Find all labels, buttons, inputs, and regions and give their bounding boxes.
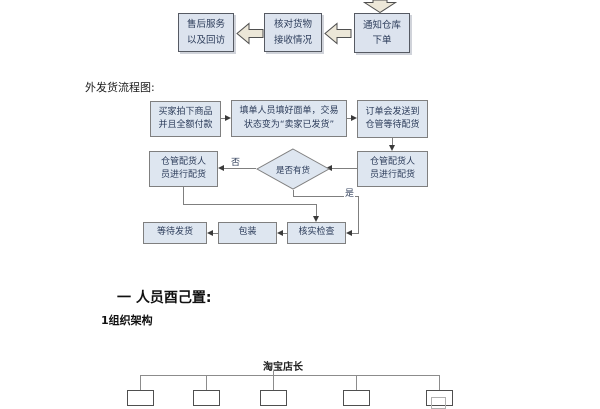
arrowhead-left-icon xyxy=(346,229,352,236)
flow-box-verify-check: 核实检查 xyxy=(287,222,346,244)
connector xyxy=(351,233,359,234)
org-child-box xyxy=(343,390,370,406)
flow-box-packing: 包装 xyxy=(218,222,277,244)
connector xyxy=(331,168,357,169)
flow-box-text: 等待发货 xyxy=(156,227,193,238)
flow-box-send-to-warehouse: 订单会发送到 仓管等待配货 xyxy=(357,100,428,138)
org-child-box xyxy=(426,390,453,409)
org-connector xyxy=(273,371,274,375)
flow-box-text: 下单 xyxy=(372,35,392,46)
connector xyxy=(213,233,218,234)
flow-box-await-shipping: 等待发货 xyxy=(143,222,207,244)
flow-box-text: 填单人员填好面单，交易 xyxy=(239,106,339,116)
arrowhead-down-icon xyxy=(312,216,319,222)
connector xyxy=(183,187,184,204)
flow-box-verify-receipt: 核对货物 接收情况 xyxy=(264,13,322,52)
flow-box-text: 买家拍下商品 xyxy=(158,106,213,117)
arrowhead-left-icon xyxy=(207,229,213,236)
arrowhead-right-icon xyxy=(351,114,357,121)
flow-box-text: 员进行配货 xyxy=(160,170,206,180)
flow-box-text: 仓管配货人 xyxy=(369,156,415,167)
arrowhead-left-icon xyxy=(277,229,283,236)
flow-box-picker-right: 仓管配货人 员进行配货 xyxy=(357,151,428,187)
connector xyxy=(358,196,359,233)
connector xyxy=(316,204,317,217)
decision-label: 是否有货 xyxy=(275,166,310,176)
flow-box-after-sales: 售后服务 以及回访 xyxy=(178,13,234,52)
org-structure-subheading: 1组织架构 xyxy=(101,314,153,327)
org-child-box xyxy=(260,390,287,406)
flow-box-text: 接收情况 xyxy=(273,34,312,46)
flow-box-text: 核对货物 xyxy=(273,19,312,31)
connector xyxy=(347,118,352,119)
flow-box-text: 售后服务 xyxy=(186,19,225,31)
org-connector xyxy=(206,375,207,390)
connector xyxy=(293,196,358,197)
connector xyxy=(283,233,288,234)
document-page: 售后服务 以及回访 核对货物 接收情况 通知仓库 下单 外发货流程图: 买家拍下… xyxy=(85,0,453,409)
connector xyxy=(293,190,294,196)
flow-box-text: 核实检查 xyxy=(298,227,335,238)
branch-label-no: 否 xyxy=(230,158,242,168)
shipping-flow-heading: 外发货流程图: xyxy=(85,81,155,94)
connector xyxy=(223,168,256,169)
org-root-label: 淘宝店长 xyxy=(263,362,303,373)
branch-label-yes: 是 xyxy=(344,189,356,199)
connector xyxy=(183,204,316,205)
org-box-partial-content xyxy=(431,397,446,409)
flow-box-buyer-order: 买家拍下商品 并且全额付款 xyxy=(150,101,221,137)
flow-box-fill-waybill: 填单人员填好面单，交易 状态变为“卖家已发货” xyxy=(231,100,347,137)
flow-box-text: 以及回访 xyxy=(186,34,225,46)
block-arrow-down-icon xyxy=(363,0,397,13)
org-connector xyxy=(439,375,440,390)
flow-box-text: 通知仓库 xyxy=(362,19,401,31)
arrowhead-left-icon xyxy=(326,164,332,171)
connector xyxy=(221,118,226,119)
flow-box-text: 状态变为“卖家已发货” xyxy=(243,119,335,130)
org-connector xyxy=(273,375,274,390)
flow-box-notify-warehouse: 通知仓库 下单 xyxy=(354,13,410,53)
flow-box-text: 员进行配货 xyxy=(369,170,415,180)
org-connector xyxy=(140,375,141,390)
arrowhead-right-icon xyxy=(225,114,231,121)
flow-box-text: 订单会发送到 xyxy=(365,106,420,117)
personnel-heading: 一 人员酉己置: xyxy=(117,290,212,306)
org-child-box xyxy=(193,390,220,406)
org-child-box xyxy=(127,390,154,406)
flow-box-picker-left: 仓管配货人 员进行配货 xyxy=(149,151,218,187)
org-connector xyxy=(140,375,440,376)
block-arrow-left-icon xyxy=(324,22,352,45)
flow-box-text: 仓管配货人 xyxy=(160,156,206,167)
flow-box-text: 仓管等待配货 xyxy=(365,120,420,130)
arrowhead-left-icon xyxy=(218,164,224,171)
flow-box-text: 并且全额付款 xyxy=(158,120,213,130)
connector xyxy=(392,138,393,146)
org-connector xyxy=(356,375,357,390)
block-arrow-left-icon xyxy=(236,22,264,45)
arrowhead-down-icon xyxy=(388,145,395,151)
decision-diamond xyxy=(256,148,330,190)
flow-box-text: 包装 xyxy=(238,227,257,238)
